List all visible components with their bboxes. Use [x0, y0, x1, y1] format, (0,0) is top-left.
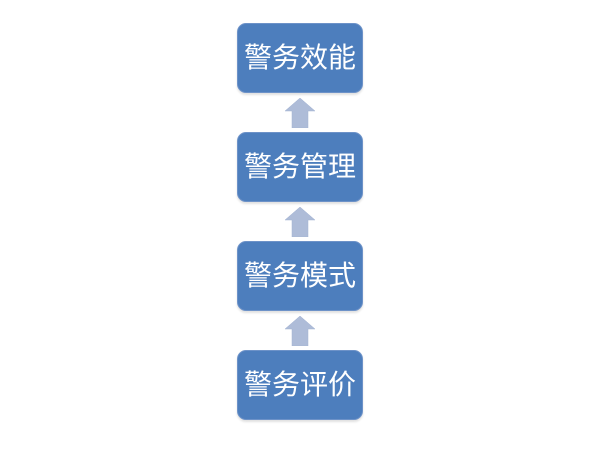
flow-node-third: 警务模式: [237, 241, 363, 311]
arrow-row: [237, 93, 363, 132]
flow-node-bottom: 警务评价: [237, 350, 363, 420]
arrow-row: [237, 202, 363, 241]
up-arrow-icon: [285, 97, 315, 128]
flow-node-label: 警务模式: [243, 260, 356, 291]
flow-node-top: 警务效能: [237, 23, 363, 93]
up-arrow-icon: [285, 206, 315, 237]
flow-node-label: 警务评价: [243, 369, 356, 400]
flow-node-label: 警务效能: [243, 42, 356, 73]
arrow-row: [237, 311, 363, 350]
process-flow-column: 警务效能 警务管理 警务模式 警务评价: [237, 23, 363, 420]
up-arrow-icon: [285, 315, 315, 346]
flow-node-second: 警务管理: [237, 132, 363, 202]
flow-node-label: 警务管理: [243, 151, 356, 182]
